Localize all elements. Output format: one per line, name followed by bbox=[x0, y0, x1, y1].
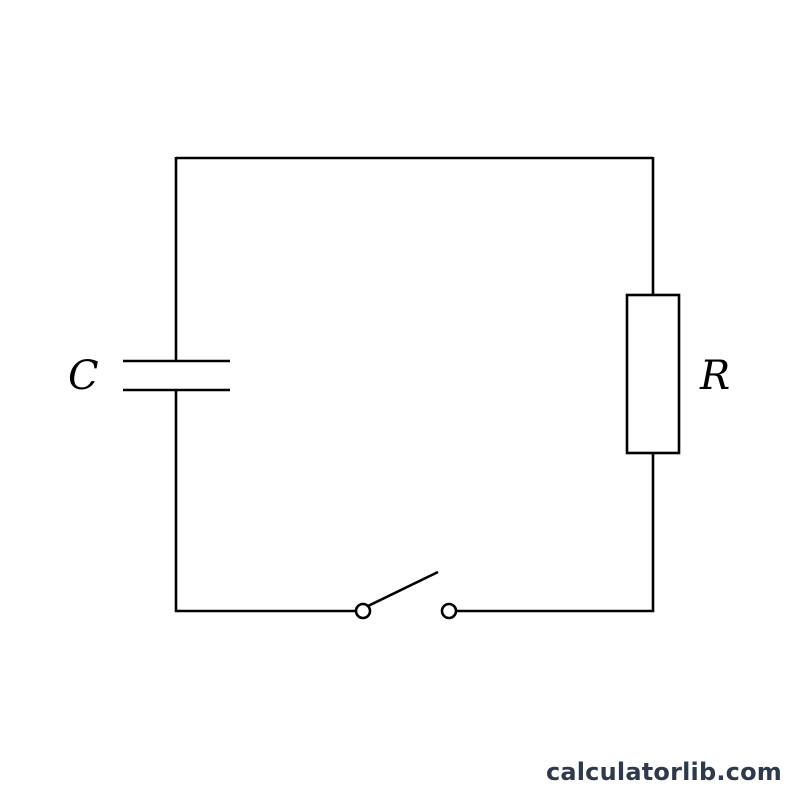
switch-terminal-left bbox=[354, 602, 372, 620]
resistor-label: R bbox=[699, 353, 730, 399]
switch-blade bbox=[367, 570, 439, 608]
watermark-text: calculatorlib.com bbox=[545, 758, 782, 786]
resistor-body bbox=[625, 293, 681, 455]
capacitor-label: C bbox=[68, 353, 99, 399]
switch-terminal-right bbox=[440, 602, 458, 620]
